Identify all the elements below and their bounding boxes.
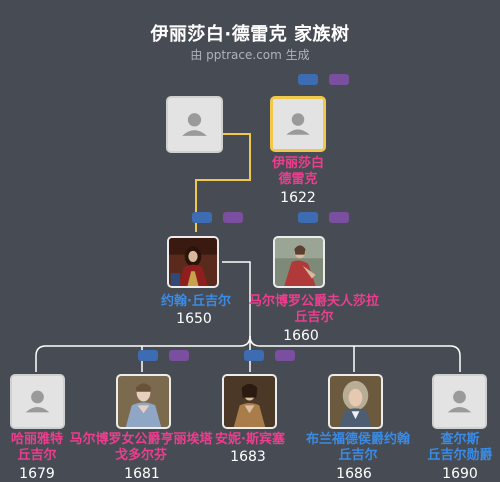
person-year: 1679 — [19, 466, 55, 482]
person-card-john[interactable] — [167, 236, 219, 288]
person-card-john2[interactable] — [328, 374, 383, 429]
portrait-photo — [118, 376, 169, 427]
person-name: 伊丽莎白德雷克 — [271, 156, 324, 187]
person-card-henrietta[interactable] — [116, 374, 171, 429]
person-card-charles[interactable] — [432, 374, 487, 429]
page-title: 伊丽莎白·德雷克 家族树 — [150, 24, 350, 45]
couple-line — [222, 261, 251, 336]
person-name: 马尔博罗女公爵亨丽埃塔戈多尔芬 — [69, 432, 213, 463]
person-card-unknown[interactable] — [166, 96, 223, 153]
person-year: 1683 — [230, 449, 266, 465]
person-year: 1690 — [442, 466, 478, 482]
placeholder-avatar-icon — [168, 98, 221, 151]
expand-siblings-toggle[interactable] — [223, 212, 243, 223]
portrait-photo — [330, 376, 381, 427]
child-connector-1 — [35, 335, 251, 372]
person-name: 安妮·斯宾塞 — [215, 432, 285, 447]
expand-children-toggle[interactable] — [275, 350, 295, 361]
expand-parents-toggle[interactable] — [298, 212, 318, 223]
portrait-photo — [169, 238, 217, 286]
focus-line — [195, 133, 251, 232]
expand-parents-toggle[interactable] — [298, 74, 318, 85]
expand-children-toggle[interactable] — [138, 350, 158, 361]
expand-siblings-toggle[interactable] — [329, 212, 349, 223]
portrait-photo — [224, 376, 275, 427]
placeholder-avatar-icon — [434, 376, 485, 427]
expand-children-toggle[interactable] — [169, 350, 189, 361]
person-name: 布兰福德侯爵约翰丘吉尔 — [305, 432, 410, 463]
person-name: 约翰·丘吉尔 — [161, 294, 231, 309]
page-subtitle: 由 pptrace.com 生成 — [190, 48, 310, 62]
expand-children-toggle[interactable] — [244, 350, 264, 361]
person-card-anne[interactable] — [222, 374, 277, 429]
person-card-harriet[interactable] — [10, 374, 65, 429]
person-year: 1660 — [283, 328, 319, 344]
person-year: 1686 — [336, 466, 372, 482]
person-name: 查尔斯丘吉尔勋爵 — [427, 432, 493, 463]
person-card-sarah[interactable] — [273, 236, 325, 288]
portrait-photo — [275, 238, 323, 286]
person-year: 1650 — [176, 311, 212, 327]
person-year: 1681 — [124, 466, 160, 482]
expand-parents-toggle[interactable] — [192, 212, 212, 223]
person-name: 马尔博罗公爵夫人莎拉丘吉尔 — [248, 294, 379, 325]
child-connector-4 — [249, 335, 461, 372]
expand-siblings-toggle[interactable] — [329, 74, 349, 85]
placeholder-avatar-icon — [12, 376, 63, 427]
placeholder-avatar-icon — [273, 99, 323, 149]
person-name: 哈丽雅特丘吉尔 — [10, 432, 63, 463]
person-year: 1622 — [280, 190, 316, 206]
person-card-elizabeth[interactable] — [270, 96, 326, 152]
